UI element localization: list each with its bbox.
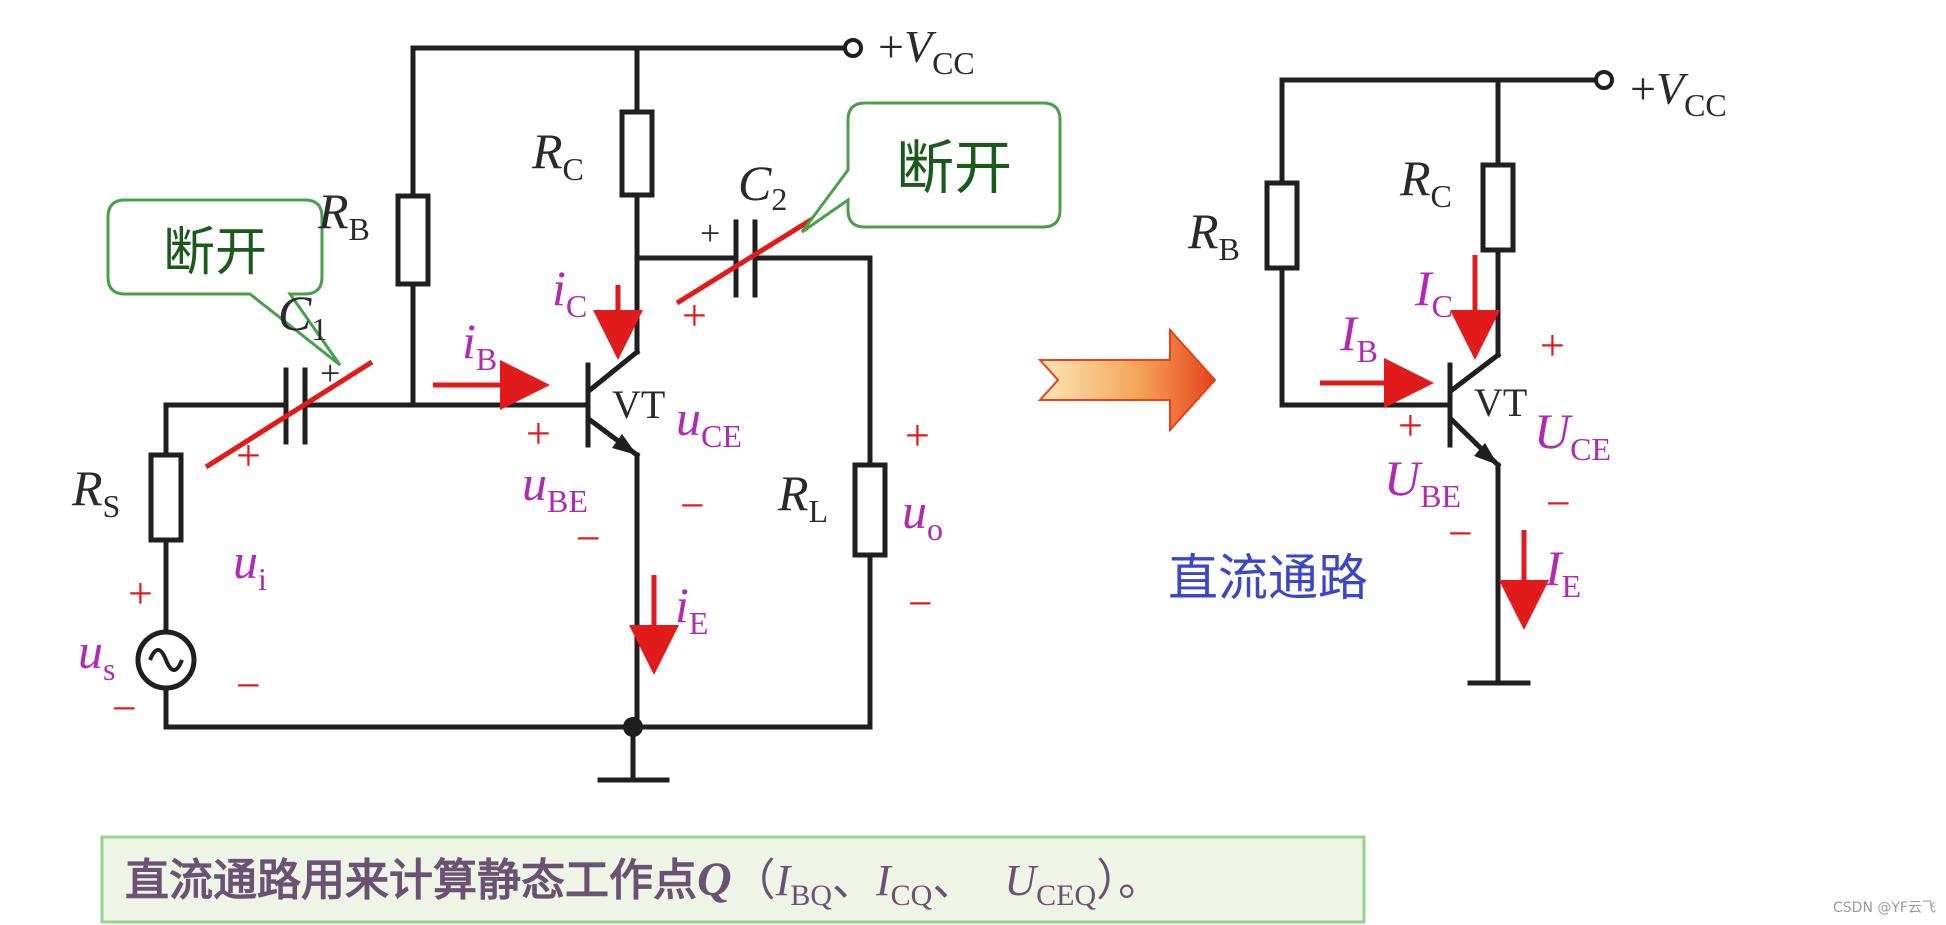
plus-c1-red: + bbox=[236, 431, 261, 480]
label-ie-right: IE bbox=[1544, 540, 1581, 604]
label-ui: ui bbox=[233, 533, 267, 597]
caption: 直流通路用来计算静态工作点Q（IBQ、ICQ、 UCEQ）。 bbox=[100, 835, 1366, 924]
minus-uce-right: − bbox=[1546, 479, 1571, 528]
label-ube-left: uBE bbox=[522, 455, 588, 519]
label-ie-left: iE bbox=[675, 577, 708, 641]
label-uce-right: UCE bbox=[1534, 403, 1611, 467]
label-uce-left: uCE bbox=[676, 390, 742, 454]
minus-uo: − bbox=[908, 579, 933, 628]
resistor-rb bbox=[395, 193, 431, 287]
plus-ube: + bbox=[526, 409, 551, 458]
minus-ube: − bbox=[576, 514, 601, 563]
dc-path-title: 直流通路 bbox=[1168, 549, 1368, 607]
left-wires bbox=[163, 38, 873, 783]
transistor-vt-right bbox=[1447, 351, 1502, 469]
left-circuit: 断开 断开 +VCC RB RC RS RL C1 C2 + + VT iB i… bbox=[71, 21, 1062, 783]
label-us: us bbox=[78, 623, 115, 687]
ac-source bbox=[135, 629, 197, 691]
plus-c2-red: + bbox=[682, 291, 707, 340]
minus-ui: − bbox=[236, 661, 261, 710]
label-vcc-left: +VCC bbox=[878, 21, 975, 81]
conversion-arrow bbox=[1037, 327, 1217, 433]
label-vt-left: VT bbox=[612, 382, 665, 427]
label-vcc-right: +VCC bbox=[1630, 63, 1727, 123]
caption-box bbox=[100, 835, 1366, 924]
label-rc-right: RC bbox=[1399, 150, 1452, 214]
plus-uce-right: + bbox=[1540, 321, 1565, 370]
label-rc-left: RC bbox=[531, 123, 584, 187]
caption-text: 直流通路用来计算静态工作点Q（IBQ、ICQ、 UCEQ）。 bbox=[125, 853, 1162, 912]
plus-us: + bbox=[128, 569, 153, 618]
right-circuit: +VCC RB RC VT IB IC IE UCE UBE + + − − 直… bbox=[1168, 63, 1727, 686]
label-ube-right: UBE bbox=[1384, 450, 1461, 514]
label-c2-plus: + bbox=[700, 213, 720, 253]
label-ib-right: IB bbox=[1339, 305, 1378, 369]
minus-us: − bbox=[112, 684, 137, 733]
resistor-rb-right bbox=[1264, 180, 1300, 271]
plus-ube-right: + bbox=[1398, 401, 1423, 450]
watermark: CSDN @YF云飞 bbox=[1833, 900, 1936, 916]
label-ib-left: iB bbox=[462, 313, 497, 377]
label-c1: C1 bbox=[278, 285, 327, 347]
plus-uo: + bbox=[905, 411, 930, 460]
resistor-rc-right bbox=[1480, 162, 1516, 253]
callout-c2: 断开 bbox=[800, 101, 1062, 234]
label-ic-right: IC bbox=[1414, 260, 1453, 324]
label-rl-left: RL bbox=[777, 465, 828, 529]
resistor-rl bbox=[852, 462, 888, 558]
label-rb-left: RB bbox=[317, 183, 370, 247]
label-c2: C2 bbox=[738, 155, 787, 217]
label-uo: uo bbox=[902, 483, 943, 547]
label-c1-plus: + bbox=[320, 353, 340, 393]
minus-ube-right: − bbox=[1448, 509, 1473, 558]
capacitor-c2 bbox=[733, 219, 776, 298]
callout-c2-text: 断开 bbox=[896, 134, 1012, 202]
label-vt-right: VT bbox=[1474, 380, 1527, 425]
resistor-rs bbox=[148, 452, 184, 543]
strike-c1 bbox=[204, 359, 374, 470]
resistor-rc bbox=[619, 109, 655, 198]
callout-c1-text: 断开 bbox=[163, 223, 267, 283]
label-rb-right: RB bbox=[1187, 203, 1240, 267]
right-wires bbox=[1279, 70, 1614, 686]
label-ic-left: iC bbox=[552, 260, 587, 324]
minus-uce: − bbox=[680, 481, 705, 530]
label-rs-left: RS bbox=[71, 460, 120, 524]
callout-c1: 断开 bbox=[106, 198, 342, 367]
